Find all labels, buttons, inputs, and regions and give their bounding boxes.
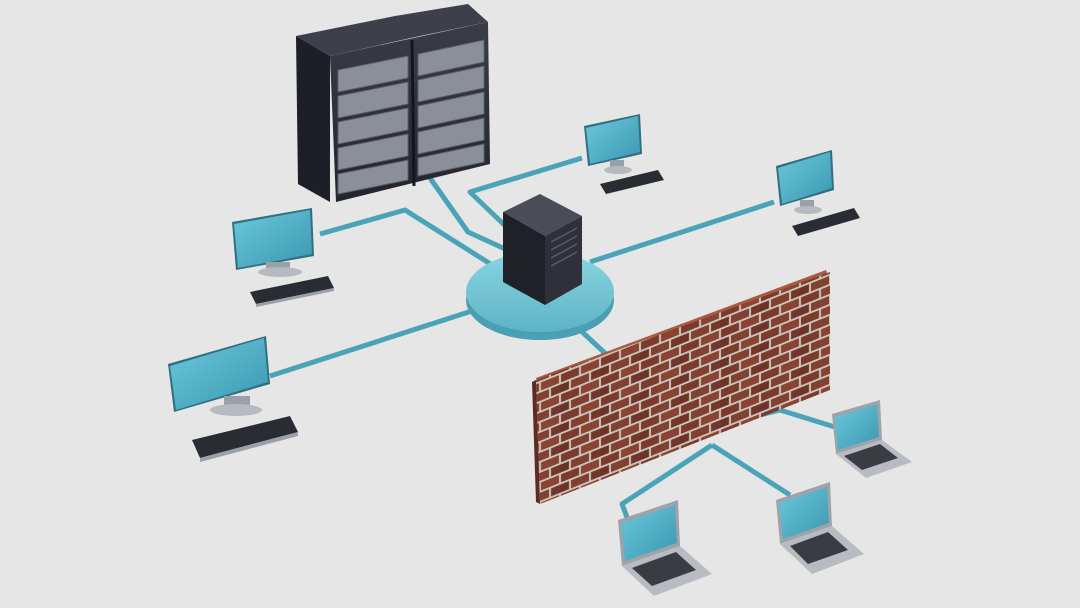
rack-panels-left: [337, 55, 409, 195]
cable-laptop-bottom-right: [710, 442, 792, 498]
desktop-top-center: [584, 114, 664, 194]
desktop-left-top: [232, 208, 334, 307]
desktop-top-right: [776, 150, 860, 236]
laptop-bottom-right: [776, 482, 864, 574]
desktop-left-bottom: [168, 336, 298, 462]
rack-panels-right: [417, 39, 485, 177]
cable-firewall: [576, 326, 610, 358]
server-rack: [296, 4, 490, 202]
cable-laptop-bottom-left: [619, 442, 714, 521]
cable-desktop-left-bottom: [269, 307, 476, 379]
central-server: [503, 194, 582, 305]
cable-desktop-top-right: [589, 199, 775, 265]
cable-desktop-left-top: [319, 207, 502, 273]
laptop-right: [832, 400, 912, 478]
firewall: [532, 270, 830, 504]
laptop-bottom-left: [618, 500, 712, 596]
